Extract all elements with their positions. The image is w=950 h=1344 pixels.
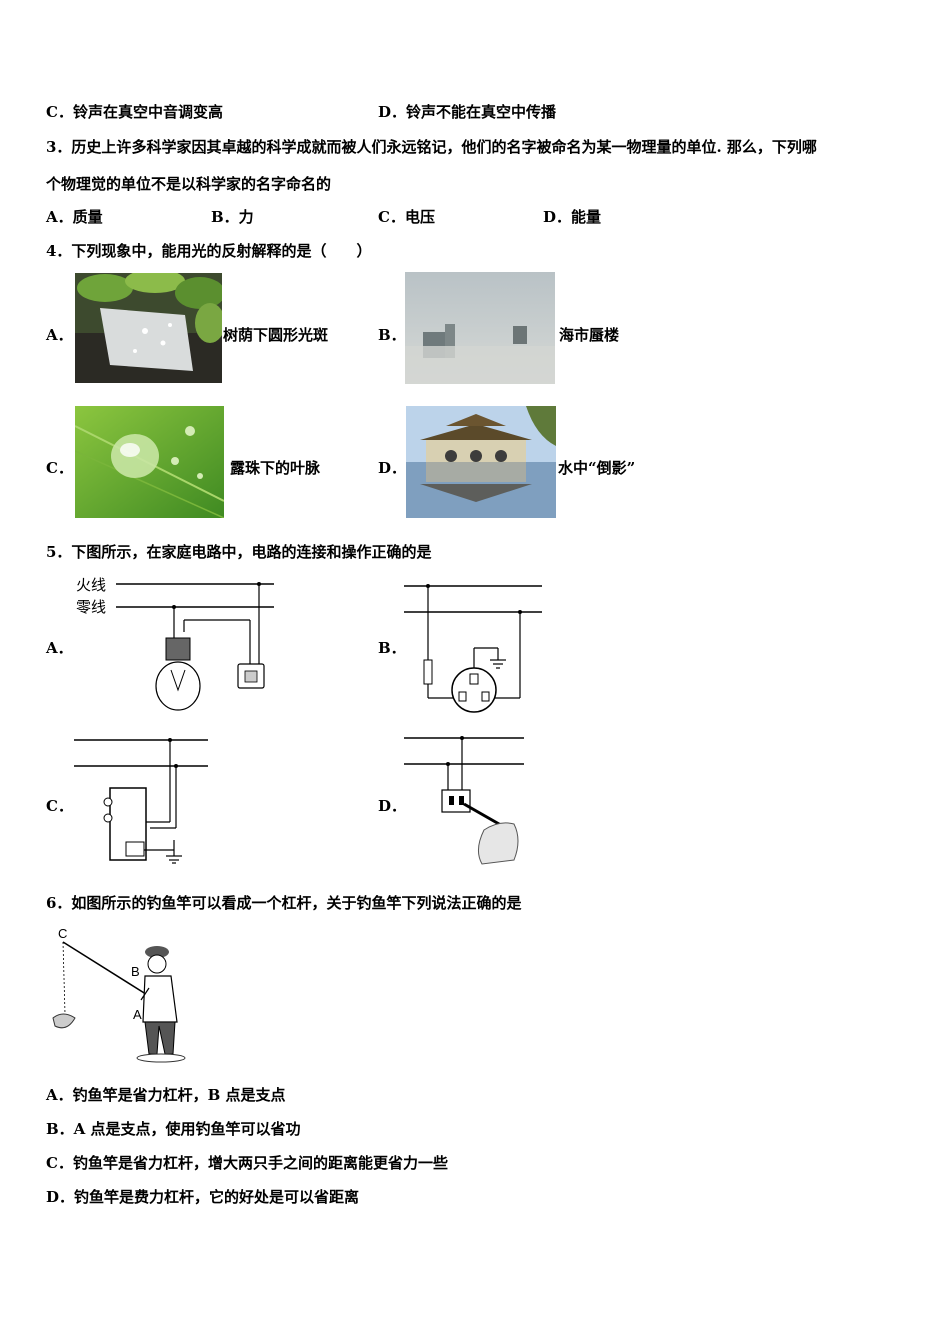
q4-option-b-photo-mirage xyxy=(405,272,555,384)
q4-stem: 4．下列现象中，能用光的反射解释的是（ ） xyxy=(46,242,372,260)
q3-stem-line2: 个物理觉的单位不是以科学家的名字命名的 xyxy=(46,175,332,193)
q4-option-b-caption: 海市蜃楼 xyxy=(559,326,620,344)
q4-option-a-caption: 树荫下圆形光斑 xyxy=(223,326,329,344)
neutral-wire-label: 零线 xyxy=(76,598,106,616)
q4-option-d-photo-reflection xyxy=(406,406,556,518)
point-b-label: B xyxy=(131,964,140,979)
q4-option-b-letter: B． xyxy=(378,326,406,344)
q4-option-c-letter: C． xyxy=(46,459,73,477)
q3-option-b: B．力 xyxy=(211,208,254,226)
q6-fishing-figure: C B A xyxy=(52,926,186,1063)
q5-option-a-circuit: 火线 零线 xyxy=(76,576,274,711)
q4-option-a-photo-leaf-shade xyxy=(75,273,222,383)
q5-option-d-letter: D． xyxy=(378,797,407,815)
q5-option-c-circuit xyxy=(74,738,208,864)
q5-option-c-letter: C． xyxy=(46,797,73,815)
q2-option-c: C．铃声在真空中音调变高 xyxy=(46,103,223,121)
point-a-label: A xyxy=(133,1007,142,1022)
q6-stem: 6．如图所示的钓鱼竿可以看成一个杠杆，关于钓鱼竿下列说法正确的是 xyxy=(46,894,522,912)
q4-option-d-caption: 水中“倒影” xyxy=(558,459,636,477)
q4-option-d-letter: D． xyxy=(378,459,407,477)
q2-option-d: D．铃声不能在真空中传播 xyxy=(378,103,557,121)
q5-option-a-letter: A． xyxy=(46,639,73,657)
q3-option-c: C．电压 xyxy=(378,208,435,226)
q4-option-c-photo-dewdrop xyxy=(75,406,224,518)
q3-option-a: A．质量 xyxy=(46,208,103,226)
q6-option-b: B．A 点是支点，使用钓鱼竿可以省功 xyxy=(46,1120,301,1138)
q5-option-d-circuit xyxy=(404,736,524,865)
q6-option-a: A．钓鱼竿是省力杠杆，B 点是支点 xyxy=(46,1086,286,1104)
q5-stem: 5．下图所示，在家庭电路中，电路的连接和操作正确的是 xyxy=(46,543,432,561)
q3-stem-line1: 3．历史上许多科学家因其卓越的科学成就而被人们永远铭记，他们的名字被命名为某一物… xyxy=(46,138,817,156)
q5-option-b-letter: B． xyxy=(378,639,406,657)
q3-option-d: D．能量 xyxy=(543,208,602,226)
q4-option-c-caption: 露珠下的叶脉 xyxy=(230,459,321,477)
q4-option-a-letter: A． xyxy=(46,326,73,344)
q6-option-c: C．钓鱼竿是省力杠杆，增大两只手之间的距离能更省力一些 xyxy=(46,1154,448,1172)
q6-option-d: D．钓鱼竿是费力杠杆，它的好处是可以省距离 xyxy=(46,1188,360,1206)
q5-option-b-circuit xyxy=(404,584,542,713)
point-c-label: C xyxy=(58,926,67,941)
live-wire-label: 火线 xyxy=(76,576,106,594)
